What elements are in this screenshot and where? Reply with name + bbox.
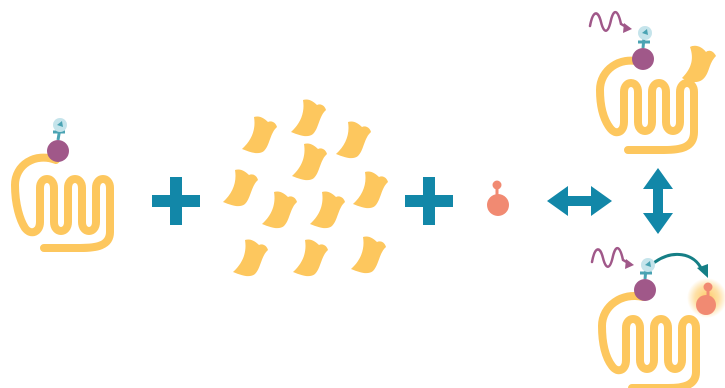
transfer-arrow-icon [655,254,702,270]
effector-shape [293,239,328,276]
effector-shape [233,239,268,276]
effector-shape [353,171,388,208]
receptor-coil [600,61,694,150]
effector-shape [351,236,386,273]
receptor-coil [602,296,696,388]
effector-shape [262,191,297,228]
equilibrium-arrow-vertical [643,168,673,234]
receptor-head [47,140,69,162]
receptor-left [15,118,110,248]
effector-cluster [223,99,388,276]
signal-wave-icon [590,12,628,31]
equilibrium-arrow-horizontal [547,186,612,216]
effector-shape [242,116,277,153]
signal-wave-icon [592,248,630,267]
small-molecule [487,181,509,217]
plus-icon [152,177,200,225]
effector-shape [310,191,345,228]
receptor-head [634,279,656,301]
bound-effector [682,46,716,82]
receptor-head [632,48,654,70]
effector-shape [291,99,326,136]
receptor-complex-top [590,12,716,150]
receptor-coil [15,158,110,248]
effector-shape [292,143,327,180]
effector-shape [336,121,371,158]
effector-shape [223,169,258,206]
plus-icon [405,177,453,225]
receptor-complex-bottom [592,248,725,388]
